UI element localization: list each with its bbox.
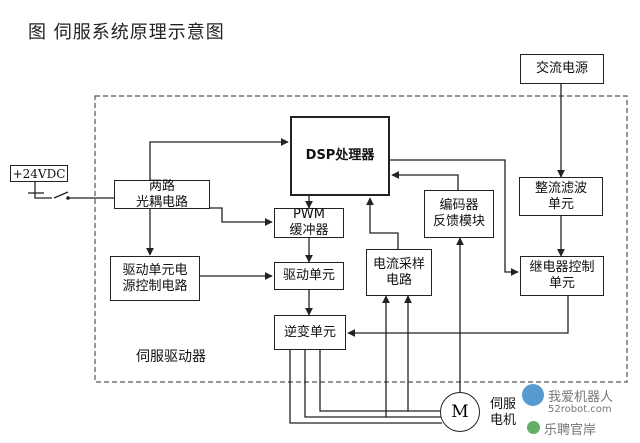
arrow-relay-to-inverter (347, 296, 569, 337)
switch-blade (53, 191, 69, 199)
arrow-opto-to-pwm (210, 207, 273, 226)
wire-inverter-to-motor-2 (304, 350, 442, 418)
watermark-line2: 52robot.com (548, 404, 612, 415)
dsp-processor-block: DSP处理器 (290, 116, 390, 196)
watermark-badge-icon (527, 421, 540, 434)
wire-inverter-to-motor-3 (319, 350, 442, 412)
diagram-title: 图 伺服系统原理示意图 (28, 22, 225, 43)
optocoupler-block: 两路 光耦电路 (114, 179, 210, 210)
inverter-block: 逆变单元 (274, 315, 346, 350)
servo-driver-boundary (94, 95, 628, 383)
servo-motor-symbol: M (440, 392, 480, 432)
servo-motor-label: 伺服 电机 (490, 397, 517, 428)
drive-power-control-block: 驱动单元电 源控制电路 (110, 256, 200, 301)
wire-inverter-to-motor-1 (289, 350, 442, 424)
arrow-opto-to-dsp (149, 138, 289, 180)
arrow-dsp-to-relay (388, 159, 519, 276)
drive-unit-block: 驱动单元 (274, 262, 344, 290)
ac-power-block: 交流电源 (520, 54, 604, 84)
relay-control-block: 继电器控制 单元 (520, 256, 604, 296)
wire-24v-to-switch (34, 193, 52, 199)
watermark-logo-icon (522, 384, 544, 406)
power-24vdc-block: +24VDC (10, 165, 68, 182)
encoder-feedback-block: 编码器 反馈模块 (424, 190, 494, 238)
switch-contact-dot (66, 196, 70, 200)
arrow-encoder-to-dsp (391, 171, 459, 190)
pwm-buffer-block: PWM 缓冲器 (274, 207, 344, 238)
current-sampling-block: 电流采样 电路 (366, 249, 432, 296)
arrow-current-to-dsp (366, 197, 399, 249)
watermark-line1: 我爱机器人 (548, 390, 614, 405)
rectifier-filter-block: 整流滤波 单元 (519, 177, 603, 216)
watermark-line3: 乐聘官岸 (544, 423, 597, 438)
servo-driver-label: 伺服驱动器 (136, 349, 206, 365)
